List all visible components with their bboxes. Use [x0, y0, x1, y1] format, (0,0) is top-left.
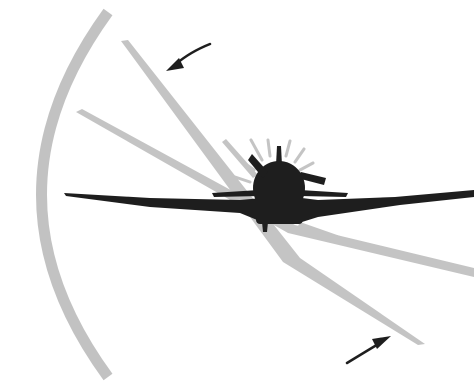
- prop-ray: [230, 174, 252, 184]
- roll-arrows: [166, 42, 391, 365]
- propeller-blade-left: [248, 154, 268, 178]
- blur-stabilizer-right: [297, 222, 340, 241]
- arrow-lower-head: [372, 336, 391, 349]
- propeller-blade-top: [276, 146, 282, 165]
- blur-wing-steep: [121, 40, 425, 345]
- prop-ray: [284, 139, 292, 158]
- prop-ray: [238, 158, 256, 172]
- airplane: [64, 146, 474, 232]
- blur-wing-shallow: [76, 109, 474, 277]
- airplane-stabilizer: [212, 190, 348, 197]
- prop-ray: [266, 138, 272, 158]
- roll-arc: [36, 8, 113, 381]
- propeller-blur: [230, 138, 315, 184]
- prop-ray: [293, 147, 306, 164]
- airplane-gear: [262, 222, 268, 232]
- prop-ray: [249, 138, 264, 162]
- airplane-fuselage: [256, 186, 303, 224]
- propeller-blade-right: [297, 172, 326, 185]
- arrow-upper-head: [166, 58, 184, 71]
- prop-ray: [298, 161, 315, 172]
